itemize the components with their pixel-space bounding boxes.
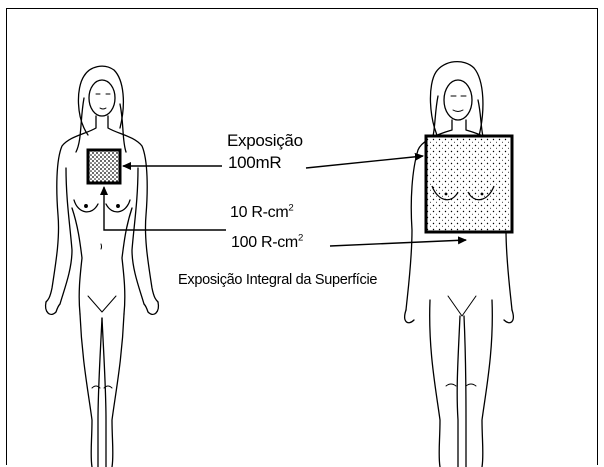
arrow-100rcm xyxy=(330,240,466,246)
small-area-exponent: 2 xyxy=(288,203,293,214)
arrow-10rcm xyxy=(104,187,226,230)
large-area-label: 100 R-cm2 xyxy=(231,234,303,252)
right-face xyxy=(444,80,472,120)
small-exposure-field xyxy=(88,150,120,183)
large-exposure-field xyxy=(426,136,512,232)
integral-caption: Exposição Integral da Superfície xyxy=(178,272,377,288)
small-area-value: 10 R-cm xyxy=(230,204,288,221)
left-figure xyxy=(46,66,159,467)
large-area-value: 100 R-cm xyxy=(231,234,298,251)
exposure-title: Exposição xyxy=(227,131,303,151)
arrow-to-large-field xyxy=(306,156,423,168)
right-hair xyxy=(430,62,483,142)
left-face xyxy=(89,80,115,116)
large-area-exponent: 2 xyxy=(298,233,303,244)
right-figure xyxy=(405,62,514,467)
left-hair xyxy=(78,66,123,135)
small-area-label: 10 R-cm2 xyxy=(230,204,293,222)
exposure-value: 100mR xyxy=(228,153,281,173)
